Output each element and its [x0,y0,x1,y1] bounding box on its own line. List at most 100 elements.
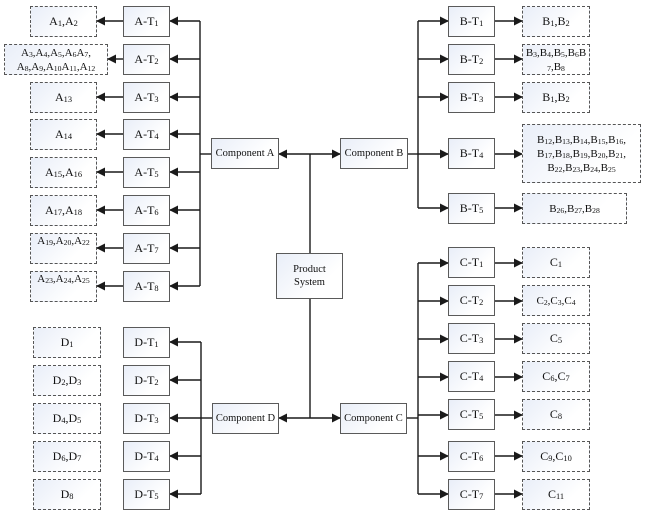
item-group: A14 [30,119,97,150]
task-node: C-T6 [448,441,495,472]
item-group: A1,A2 [30,6,97,37]
task-label: D-T3 [134,411,159,425]
item-group: B1,B2 [522,82,590,113]
item-group: A15,A16 [30,157,97,188]
task-label: C-T1 [459,255,484,269]
item-group: B26,B27,B28 [522,193,627,224]
component-a-label: Component A [215,148,275,159]
item-group-label: B1,B2 [542,14,570,28]
component-a-node: Component A [211,138,279,169]
task-node: B-T2 [448,44,495,75]
task-node: A-T5 [123,157,170,188]
component-c-label: Component C [344,413,403,424]
task-node: D-T5 [123,479,170,510]
task-node: D-T3 [123,403,170,434]
item-group-label: C8 [549,407,563,421]
item-group: D1 [33,327,101,358]
item-group-label: B1,B2 [542,90,570,104]
item-group-label: A14 [54,127,73,141]
task-node: A-T8 [123,271,170,302]
item-group-label: D4,D5 [52,411,82,425]
task-node: C-T1 [448,247,495,278]
task-node: B-T5 [448,193,495,224]
component-b-node: Component B [340,138,408,169]
item-group: A19,A20,A22 [30,233,97,264]
item-group-label: D2,D3 [52,373,82,387]
item-group-label: C2,C3,C4 [536,294,576,307]
task-label: D-T1 [134,335,159,349]
item-group: C8 [522,399,590,430]
task-label: B-T5 [459,201,484,215]
item-group: A3,A4,A5,A6A7, A8,A9,A10A11,A12 [4,44,108,75]
task-node: C-T4 [448,361,495,392]
item-group: A13 [30,82,97,113]
product-system-label: Product System [293,264,326,288]
item-group: C11 [522,479,590,510]
item-group-label: C1 [549,255,563,269]
task-label: A-T6 [134,203,159,217]
task-node: D-T2 [123,365,170,396]
task-node: B-T3 [448,82,495,113]
task-label: A-T3 [134,90,159,104]
item-group-label: C5 [549,331,563,345]
task-label: A-T4 [134,127,159,141]
item-group-label: A17,A18 [44,203,83,217]
item-group: C1 [522,247,590,278]
task-label: C-T3 [459,331,484,345]
task-label: C-T5 [459,407,484,421]
item-group-label: D6,D7 [52,449,82,463]
component-d-label: Component D [215,413,276,424]
item-group: A17,A18 [30,195,97,226]
task-label: B-T2 [459,52,484,66]
task-label: A-T5 [134,165,159,179]
item-group-label: A15,A16 [44,165,83,179]
item-group-label: D1 [60,335,74,349]
task-node: C-T5 [448,399,495,430]
item-group: B3,B4,B5,B6B7,B8 [522,44,590,75]
item-group-label: A19,A20,A22 [37,235,90,247]
task-node: C-T3 [448,323,495,354]
task-label: D-T4 [134,449,159,463]
task-label: A-T2 [134,52,159,66]
task-node: B-T4 [448,138,495,169]
task-label: A-T7 [134,241,159,255]
item-group-label: A13 [54,90,73,104]
task-node: B-T1 [448,6,495,37]
item-group: D4,D5 [33,403,101,434]
item-group-label: B12,B13,B14,B15,B16, B17,B18,B19,B20,B21… [537,133,626,174]
task-label: C-T7 [459,487,484,501]
item-group-label: A1,A2 [49,14,78,28]
item-group: D2,D3 [33,365,101,396]
task-label: C-T2 [459,293,484,307]
component-c-node: Component C [340,403,407,434]
item-group: D6,D7 [33,441,101,472]
item-group-label: C11 [547,487,565,501]
task-label: B-T4 [459,146,484,160]
item-group-label: A3,A4,A5,A6A7, A8,A9,A10A11,A12 [16,46,96,73]
task-node: A-T1 [123,6,170,37]
task-label: B-T1 [459,14,484,28]
task-label: D-T2 [134,373,159,387]
item-group: C9,C10 [522,441,590,472]
task-node: D-T4 [123,441,170,472]
task-node: D-T1 [123,327,170,358]
item-group: B1,B2 [522,6,590,37]
component-d-node: Component D [212,403,279,434]
task-label: C-T6 [459,449,484,463]
item-group: D8 [33,479,101,510]
task-node: A-T4 [123,119,170,150]
task-label: B-T3 [459,90,484,104]
task-node: A-T7 [123,233,170,264]
item-group: B12,B13,B14,B15,B16, B17,B18,B19,B20,B21… [522,124,641,183]
item-group: C6,C7 [522,361,590,392]
item-group-label: B3,B4,B5,B6B7,B8 [525,46,587,73]
item-group: C2,C3,C4 [522,285,590,316]
task-label: D-T5 [134,487,159,501]
task-node: C-T7 [448,479,495,510]
task-node: A-T2 [123,44,170,75]
item-group-label: C9,C10 [540,449,572,463]
item-group-label: D8 [60,487,74,501]
item-group-label: B26,B27,B28 [549,202,600,215]
product-system-node: Product System [276,253,343,299]
